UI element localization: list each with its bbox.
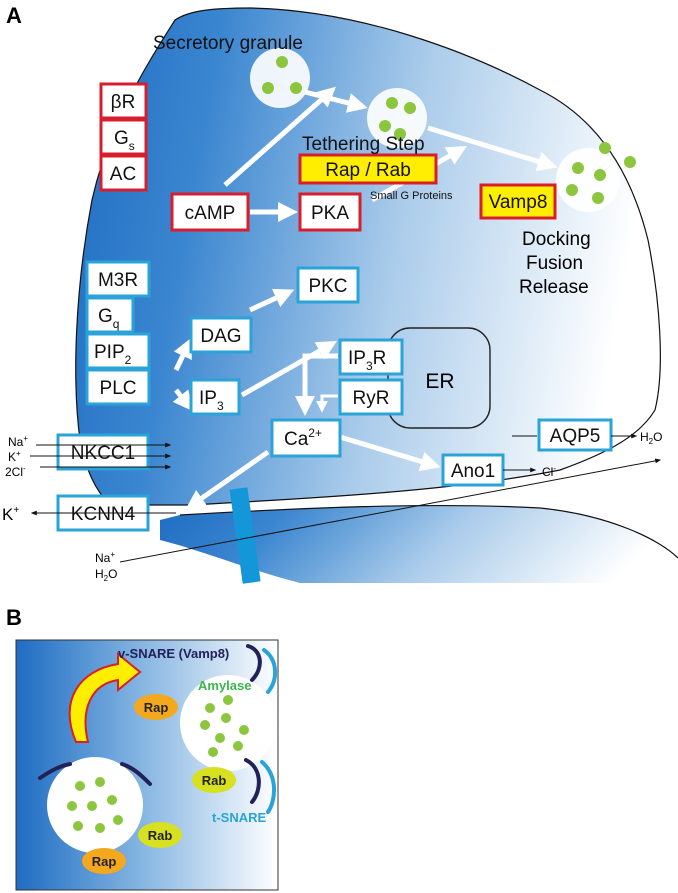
svg-text:PKC: PKC bbox=[308, 276, 347, 297]
cl-out-label: Cl- bbox=[542, 464, 556, 479]
secretory-granule-label: Secretory granule bbox=[153, 33, 303, 54]
small-g-proteins-label: Small G Proteins bbox=[370, 190, 453, 202]
svg-text:Rap / Rab: Rap / Rab bbox=[325, 160, 411, 181]
svg-text:Ano1: Ano1 bbox=[451, 461, 495, 482]
svg-text:Gq: Gq bbox=[98, 306, 119, 331]
svg-text:RyR: RyR bbox=[353, 388, 390, 409]
ip3r-box: IP3R bbox=[338, 338, 404, 376]
na-paracellular-label: Na+ bbox=[95, 550, 115, 565]
h2o-aqp5-label: H2O bbox=[640, 430, 662, 446]
nkcc1-box: NKCC1 bbox=[56, 433, 150, 471]
lumen-boundary bbox=[179, 504, 678, 559]
vamp8-box: Vamp8 bbox=[479, 183, 557, 220]
svg-text:Rap: Rap bbox=[144, 700, 169, 715]
svg-text:Rap: Rap bbox=[92, 854, 117, 869]
gs-box: Gs bbox=[99, 118, 148, 156]
secretory-granule-1 bbox=[250, 48, 310, 108]
panel-a-label: A bbox=[6, 3, 22, 28]
svg-text:PLC: PLC bbox=[100, 378, 137, 399]
pathway-arrows bbox=[172, 86, 558, 510]
svg-text:PKA: PKA bbox=[311, 203, 349, 224]
rab-mid-oval: Rab bbox=[192, 767, 236, 793]
pka-box: PKA bbox=[298, 192, 362, 232]
ryr-box: RyR bbox=[338, 378, 404, 416]
snare-proteins bbox=[38, 644, 277, 814]
secretory-granule-fusing bbox=[556, 142, 636, 212]
er-label: ER bbox=[425, 370, 454, 393]
k-out-label: K+ bbox=[2, 505, 19, 524]
v-snare-label: v-SNARE (Vamp8) bbox=[118, 646, 229, 661]
svg-text:Gs: Gs bbox=[114, 128, 135, 153]
svg-text:PIP2: PIP2 bbox=[94, 342, 132, 367]
k-in-label: K+ bbox=[8, 449, 21, 464]
svg-text:Vamp8: Vamp8 bbox=[489, 192, 548, 213]
translocation-arrow bbox=[68, 651, 142, 743]
svg-text:NKCC1: NKCC1 bbox=[71, 443, 135, 464]
cl-in-label: 2Cl- bbox=[5, 464, 26, 479]
svg-text:Ca2+: Ca2+ bbox=[284, 426, 322, 450]
plc-box: PLC bbox=[85, 368, 151, 406]
lumen-region bbox=[160, 505, 678, 583]
calcium-box: Ca2+ bbox=[270, 418, 342, 458]
t-snare-label: t-SNARE bbox=[212, 810, 266, 825]
ac-box: AC bbox=[99, 154, 148, 192]
docking-granule bbox=[47, 757, 143, 853]
rap-rab-box: Rap / Rab bbox=[298, 153, 438, 185]
tethering-step-label: Tethering Step bbox=[302, 134, 425, 155]
er-compartment bbox=[387, 327, 491, 429]
aqp5-box: AQP5 bbox=[537, 418, 613, 452]
fusion-label: Fusion bbox=[526, 253, 583, 274]
tight-junction bbox=[229, 487, 261, 584]
svg-text:βR: βR bbox=[111, 92, 136, 113]
secretory-granule-2 bbox=[367, 88, 427, 148]
rab-low-oval: Rab bbox=[138, 822, 182, 848]
pip2-box: PIP2 bbox=[85, 332, 151, 370]
camp-box: cAMP bbox=[170, 192, 250, 232]
amylase-label: Amylase bbox=[198, 678, 251, 693]
rap-top-oval: Rap bbox=[134, 694, 178, 720]
svg-text:Rab: Rab bbox=[148, 828, 173, 843]
svg-text:AQP5: AQP5 bbox=[550, 426, 601, 447]
dag-box: DAG bbox=[189, 316, 253, 354]
pkc-box: PKC bbox=[296, 266, 360, 304]
svg-text:AC: AC bbox=[110, 164, 136, 185]
docking-label: Docking bbox=[522, 229, 591, 250]
h2o-paracellular-label: H2O bbox=[95, 567, 117, 583]
svg-text:IP3: IP3 bbox=[199, 388, 224, 413]
svg-text:KCNN4: KCNN4 bbox=[71, 504, 136, 525]
svg-text:IP3R: IP3R bbox=[348, 348, 386, 373]
ano1-box: Ano1 bbox=[441, 453, 505, 487]
ip3r-to-ca-arrow bbox=[295, 353, 338, 416]
svg-text:M3R: M3R bbox=[98, 270, 138, 291]
svg-text:Rab: Rab bbox=[202, 773, 227, 788]
ion-flux-lines bbox=[30, 433, 662, 563]
beta-receptor-box: βR bbox=[99, 82, 148, 120]
m3r-box: M3R bbox=[85, 260, 151, 298]
gq-box: Gq bbox=[85, 296, 135, 334]
panel-b-label: B bbox=[6, 605, 22, 630]
release-label: Release bbox=[519, 277, 589, 298]
ip3-box: IP3 bbox=[189, 378, 241, 416]
fusing-granule bbox=[180, 675, 276, 771]
svg-text:DAG: DAG bbox=[200, 326, 241, 347]
na-in-label: Na+ bbox=[8, 434, 28, 449]
ryr-to-ca-arrow bbox=[316, 394, 338, 413]
rap-low-oval: Rap bbox=[82, 848, 126, 874]
svg-text:cAMP: cAMP bbox=[185, 203, 236, 224]
